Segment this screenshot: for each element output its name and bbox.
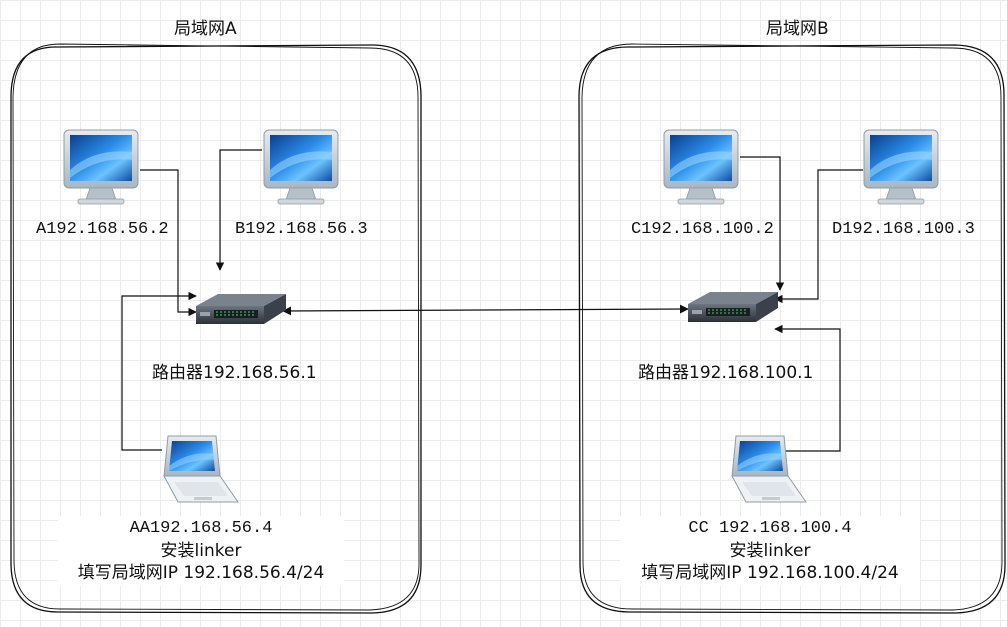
router-a-icon [195, 293, 287, 325]
router-link [282, 304, 689, 316]
monitor-c-icon [663, 129, 739, 205]
monitor-a-icon [63, 129, 139, 205]
lan-b-boundary [578, 43, 1006, 614]
lan-a-boundary [10, 43, 422, 614]
laptop-cc-icon [731, 435, 807, 503]
router-a-label: 路由器192.168.56.1 [152, 363, 317, 383]
laptop-cc-install: 安装linker [729, 541, 811, 561]
laptop-cc-note: CC 192.168.100.4 安装linker 填写局域网IP 192.16… [620, 516, 920, 586]
router-b-icon [687, 291, 779, 323]
host-a-label: A192.168.56.2 [36, 220, 169, 239]
laptop-aa-ip: AA192.168.56.4 [129, 519, 273, 538]
host-b-label: B192.168.56.3 [235, 220, 368, 239]
laptop-aa-install: 安装linker [160, 541, 242, 561]
laptop-cc-ip: CC 192.168.100.4 [688, 519, 852, 538]
lan-b-title: 局域网B [766, 19, 829, 39]
host-d-label: D192.168.100.3 [832, 220, 975, 239]
lan-a-title: 局域网A [174, 19, 237, 39]
monitor-d-icon [863, 129, 939, 205]
host-c-label: C192.168.100.2 [631, 220, 774, 239]
monitor-b-icon [263, 129, 339, 205]
laptop-aa-note: AA192.168.56.4 安装linker 填写局域网IP 192.168.… [58, 516, 344, 586]
connectors-lan-b [740, 156, 863, 452]
router-b-label: 路由器192.168.100.1 [638, 363, 814, 383]
laptop-aa-icon [163, 435, 239, 503]
laptop-cc-config: 填写局域网IP 192.168.100.4/24 [641, 563, 899, 583]
laptop-aa-config: 填写局域网IP 192.168.56.4/24 [77, 563, 325, 583]
connectors-lan-a [121, 149, 262, 451]
